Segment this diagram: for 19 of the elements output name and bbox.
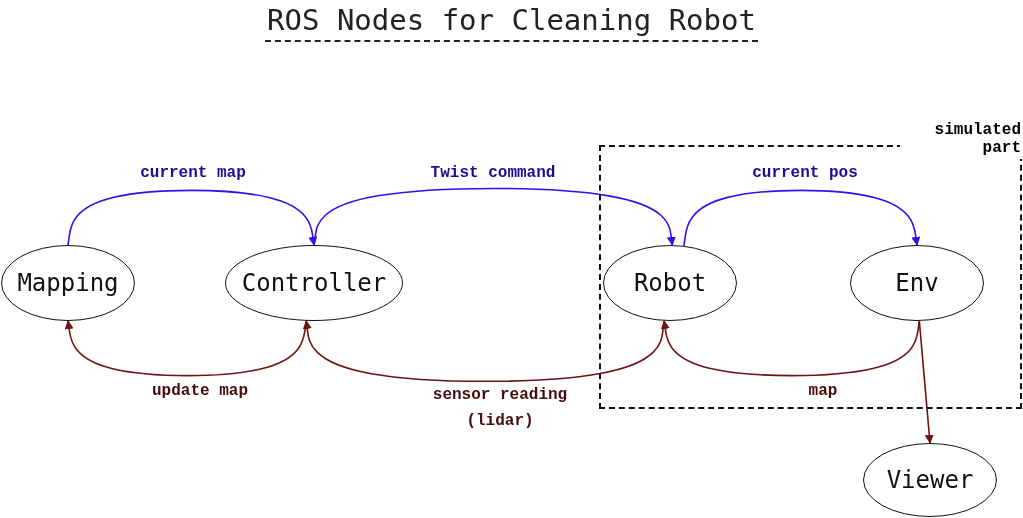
node-label: Controller xyxy=(240,269,388,297)
arrow xyxy=(67,189,318,246)
node-label: Viewer xyxy=(885,466,975,494)
region-label: simulated part xyxy=(900,119,1023,159)
diagram-title: ROS Nodes for Cleaning Robot xyxy=(265,0,758,42)
node-ellipse xyxy=(863,443,997,517)
arrow xyxy=(302,319,665,383)
arrow xyxy=(313,187,676,246)
arrow xyxy=(683,189,921,247)
arrow xyxy=(918,320,934,444)
arrow xyxy=(64,320,308,377)
node-ellipse xyxy=(850,245,984,321)
node-ellipse xyxy=(225,245,403,321)
node-label: Env xyxy=(894,269,940,297)
arrow xyxy=(660,319,921,377)
node-label: Mapping xyxy=(16,269,120,297)
node-ellipse xyxy=(603,245,737,321)
node-label: Robot xyxy=(632,269,708,297)
node-ellipse xyxy=(1,245,135,321)
